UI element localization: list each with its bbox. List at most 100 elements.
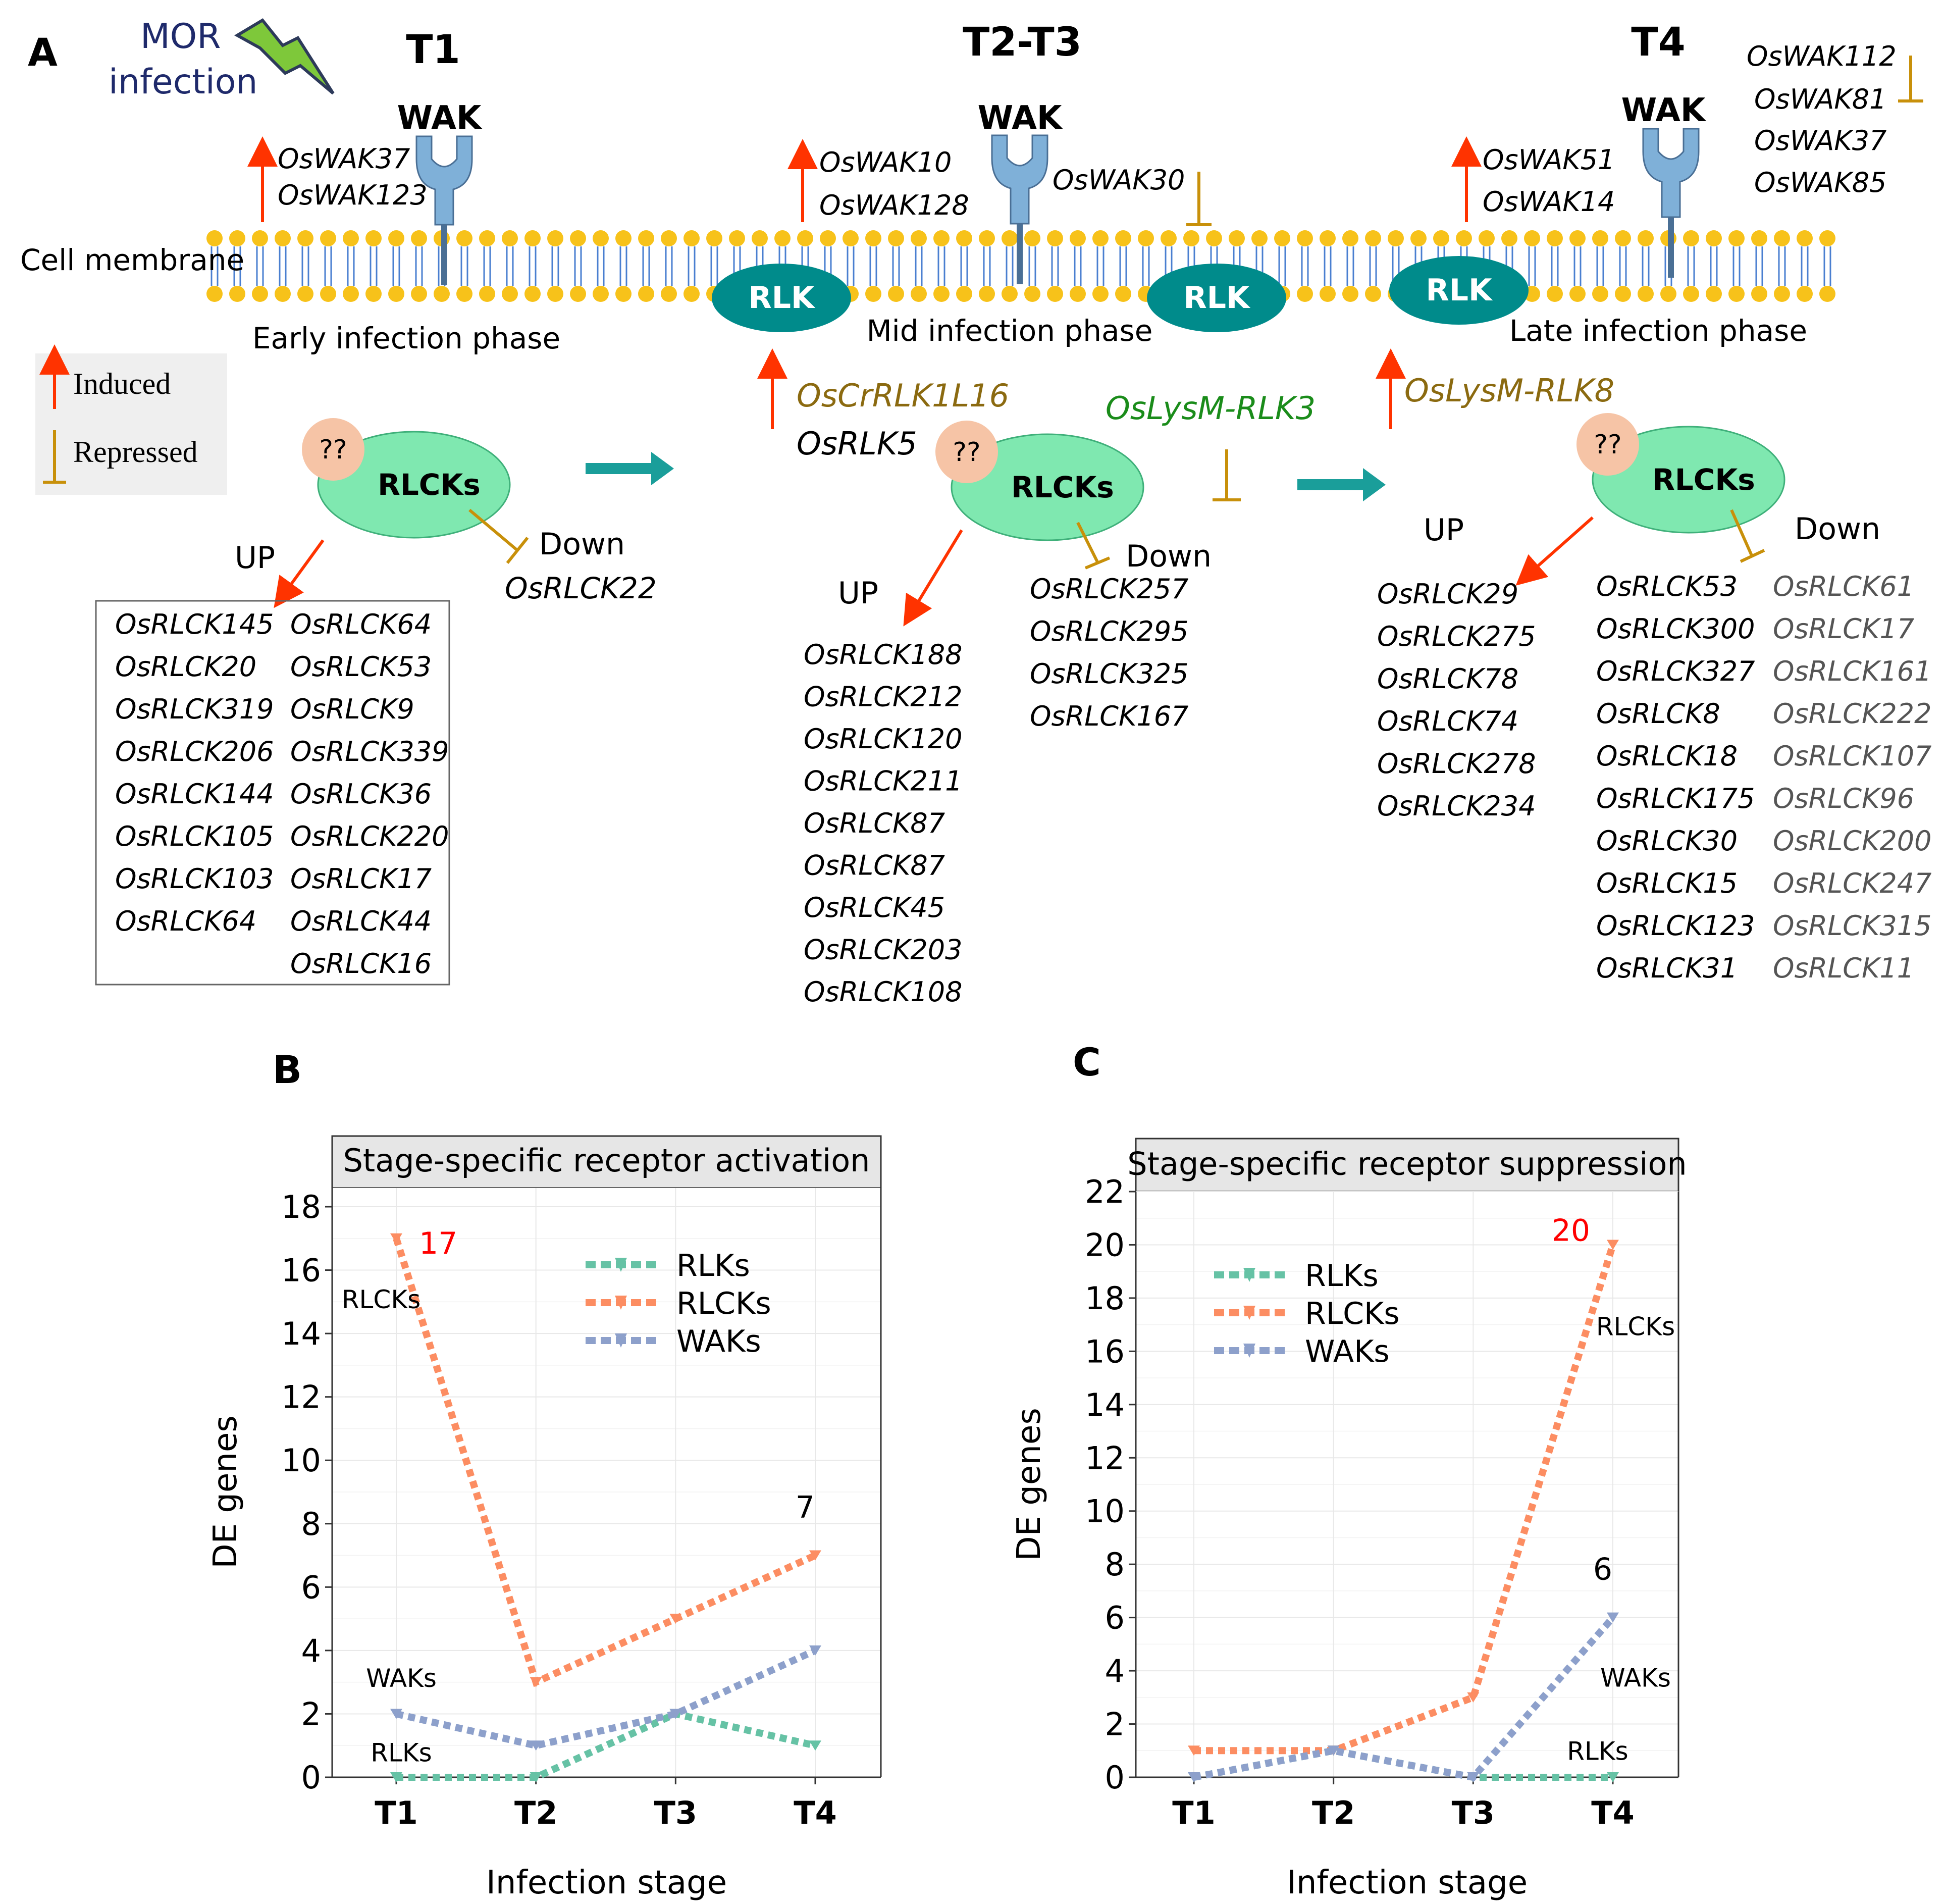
lipid-head	[615, 286, 632, 302]
x-tick-label: T1	[1172, 1794, 1215, 1831]
gene-name: OsRLCK44	[290, 905, 432, 937]
gene-name: OsRLCK17	[1773, 613, 1914, 645]
t4-up-label: UP	[1424, 512, 1464, 548]
gene: OsRLCK22	[505, 571, 657, 605]
lipid-head	[1002, 230, 1018, 246]
rlk-label-1: RLK	[749, 280, 816, 316]
gene-name: OsRLCK29	[1377, 578, 1518, 610]
t1-wak-up: OsWAK37 OsWAK123	[247, 136, 428, 222]
annotation-17: 17	[419, 1226, 457, 1261]
rlcks-ellipse	[317, 431, 511, 539]
rlcks-label: RLCKs	[1652, 462, 1755, 497]
data-point-rlcks	[809, 1550, 821, 1561]
data-point-rlcks	[1467, 1692, 1480, 1703]
gene-name: OsRLCK175	[1596, 783, 1755, 814]
gene: OsCrRLK1L16	[797, 377, 1009, 414]
gene-name: OsRLCK161	[1773, 655, 1931, 687]
lipid-head	[1547, 230, 1563, 246]
wak-receptor-icon	[415, 135, 473, 226]
y-tick-label: 18	[281, 1189, 321, 1225]
data-point-rlcks	[1188, 1745, 1200, 1756]
chart-title: Stage-specific receptor activation	[343, 1142, 870, 1179]
lipid-head	[1524, 230, 1540, 246]
lipid-head	[456, 230, 472, 246]
gene-name: OsRLCK220	[290, 820, 449, 852]
gene: OsWAK14	[1483, 186, 1615, 218]
lipid-head	[1024, 286, 1040, 302]
gene-name: OsRLCK8	[1596, 698, 1720, 730]
gene-name: OsRLCK300	[1596, 613, 1755, 645]
y-tick-label: 22	[1085, 1173, 1125, 1210]
y-tick-label: 10	[281, 1442, 321, 1479]
lipid-head	[706, 230, 722, 246]
gene: OsWAK128	[819, 189, 969, 221]
lipid-head	[1456, 230, 1472, 246]
lipid-head	[570, 286, 586, 302]
gene-name: OsRLCK17	[290, 863, 432, 895]
t1-rlck-up-col1: OsRLCK145OsRLCK20OsRLCK319OsRLCK206OsRLC…	[115, 608, 274, 937]
gene-name: OsRLCK96	[1773, 783, 1914, 814]
lipid-head	[933, 286, 950, 302]
lipid-head	[911, 286, 927, 302]
chart-b: Stage-specific receptor activation024681…	[207, 1135, 882, 1901]
x-tick-label: T4	[1591, 1794, 1634, 1831]
series-line-waks	[1193, 1615, 1616, 1781]
lipid-head	[1569, 286, 1586, 302]
lipid-head	[1706, 286, 1722, 302]
rlcks-cluster-t23: ??RLCKs	[935, 421, 1144, 541]
x-tick-label: T1	[375, 1794, 417, 1831]
y-tick-label: 0	[301, 1759, 321, 1796]
stage-t1: T1	[406, 27, 460, 73]
y-tick-label: 8	[1105, 1546, 1125, 1583]
t1-down-label: Down	[539, 527, 625, 562]
chart-header	[1135, 1138, 1679, 1193]
lipid-head	[1683, 230, 1699, 246]
lipid-head	[479, 230, 495, 246]
lipid-head	[638, 286, 654, 302]
late-phase-label: Late infection phase	[1509, 314, 1807, 348]
mor-infection: MOR infection	[109, 17, 335, 102]
rlcks-label: RLCKs	[378, 468, 481, 502]
gene-name: OsRLCK31	[1596, 952, 1738, 984]
t4-wak-up: OsWAK51 OsWAK14	[1451, 136, 1615, 222]
gene-name: OsRLCK120	[804, 723, 962, 755]
gene: OsWAK10	[819, 146, 952, 178]
lipid-head	[1819, 286, 1835, 302]
annotation-waks: WAKs	[1600, 1664, 1671, 1693]
up-arrow-icon	[1515, 516, 1594, 586]
gene-name: OsRLCK247	[1773, 867, 1931, 899]
repress-icon	[468, 508, 518, 552]
lipid-head	[1183, 230, 1199, 246]
y-tick-label: 4	[301, 1632, 321, 1669]
wak-stem	[1668, 217, 1674, 278]
lipid-head	[661, 230, 677, 246]
lipid-head	[1797, 230, 1813, 246]
lipid-head	[956, 230, 972, 246]
y-tick-label: 6	[301, 1569, 321, 1606]
y-tick-label: 14	[281, 1315, 321, 1352]
gene-name: OsRLCK36	[290, 778, 432, 810]
lipid-head	[502, 230, 518, 246]
lipid-head	[933, 230, 950, 246]
lipid-head	[229, 286, 245, 302]
series-line-rlcks	[393, 1237, 817, 1687]
lipid-head	[1115, 286, 1131, 302]
panel-a-label: A	[28, 30, 58, 75]
data-point-rlcks	[390, 1233, 402, 1244]
y-axis-label: DE genes	[1011, 1408, 1048, 1561]
gene-name: OsRLCK103	[115, 863, 274, 895]
lipid-head	[297, 230, 313, 246]
legend-marker	[1243, 1306, 1255, 1320]
gene-name: OsRLCK9	[290, 693, 414, 725]
lipid-head	[1365, 230, 1381, 246]
gene: OsWAK30	[1053, 164, 1185, 196]
t23-rlck-up-list: OsRLCK188OsRLCK212OsRLCK120OsRLCK211OsRL…	[804, 639, 962, 1008]
lipid-head	[1229, 230, 1245, 246]
transition-arrow-2	[1297, 468, 1386, 501]
y-tick-label: 10	[1085, 1493, 1125, 1530]
data-point-waks	[530, 1740, 542, 1751]
data-point-waks	[809, 1645, 821, 1656]
data-point-rlcks	[530, 1677, 542, 1687]
lipid-head	[343, 286, 359, 302]
legend-induced: Induced	[73, 367, 171, 400]
